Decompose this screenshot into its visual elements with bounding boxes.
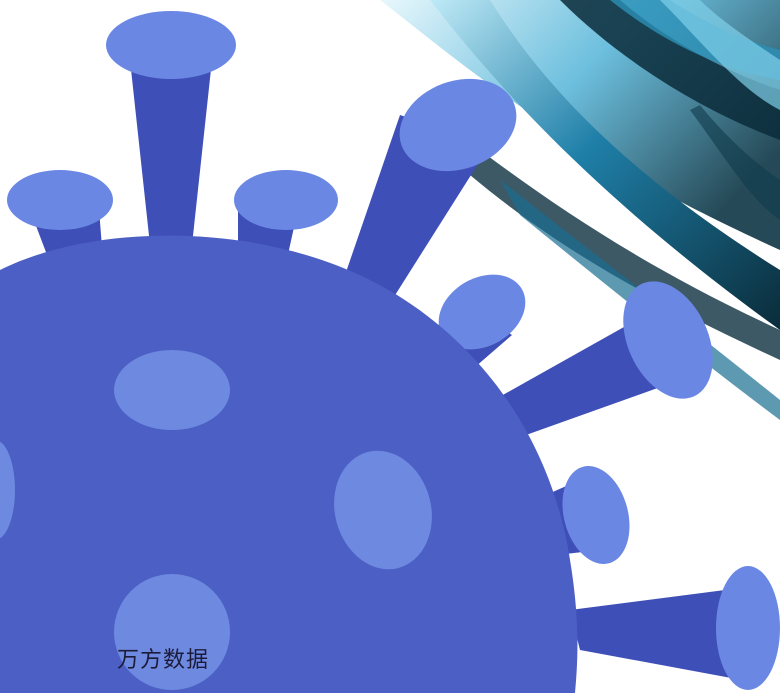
watermark-text: 万方数据 [117,648,210,673]
virus-spikes [7,11,780,690]
virus-body [0,235,578,693]
virus-surface-spots [0,350,432,690]
